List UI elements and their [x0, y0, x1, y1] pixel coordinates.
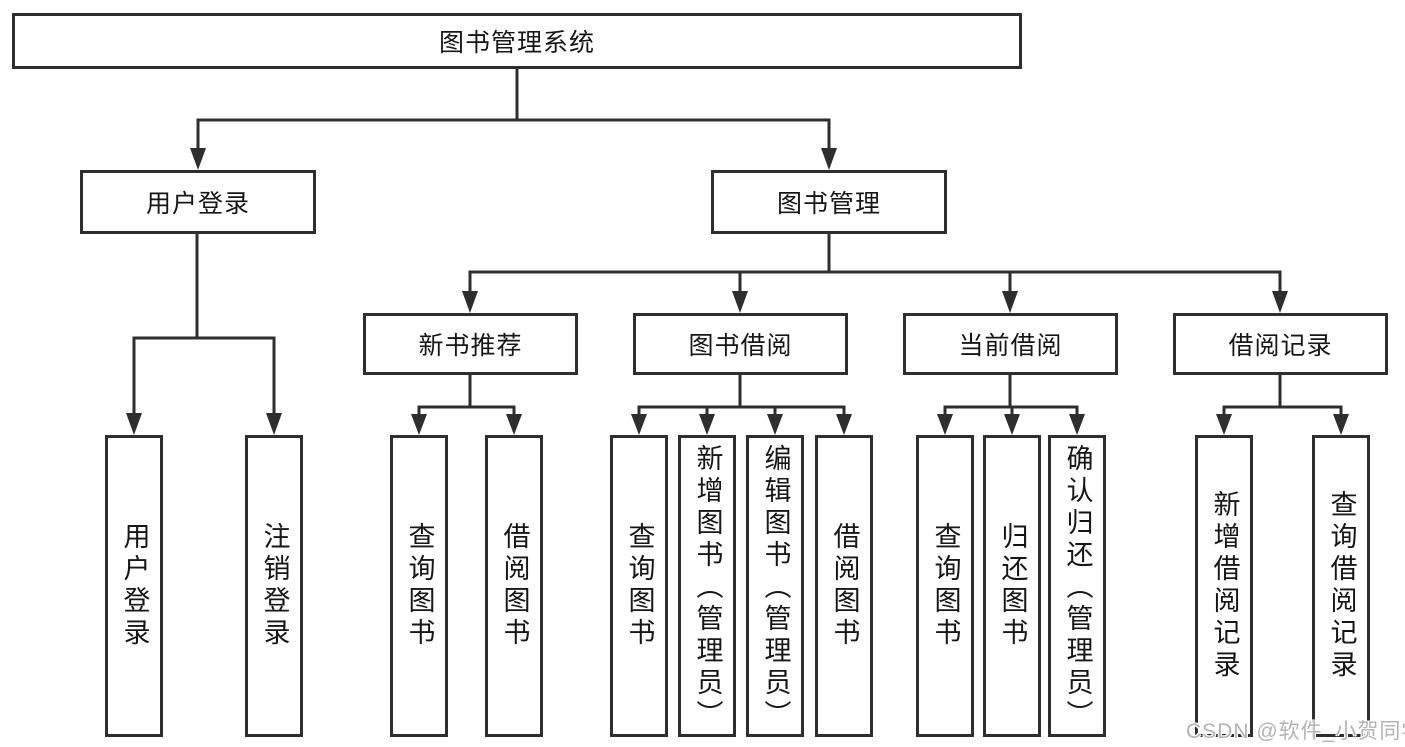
leaf-current-confirm-return-admin: 确认归还（管理员）	[1048, 435, 1106, 737]
leaf-records-query-record: 查询借阅记录	[1312, 435, 1370, 737]
node-book-management: 图书管理	[711, 170, 947, 234]
leaf-user-login: 用户登录	[105, 435, 163, 737]
leaf-recommend-query-books: 查询图书	[390, 435, 448, 737]
node-new-book-recommend: 新书推荐	[363, 313, 578, 375]
leaf-current-query-books: 查询图书	[916, 435, 974, 737]
watermark: CSDN @软件_小贺同学	[1186, 720, 1405, 743]
leaf-recommend-borrow-books: 借阅图书	[485, 435, 543, 737]
leaf-borrow-edit-books-admin: 编辑图书（管理员）	[746, 435, 804, 737]
node-user-login: 用户登录	[80, 170, 316, 234]
node-borrow-records: 借阅记录	[1173, 313, 1388, 375]
leaf-borrow-query-books: 查询图书	[610, 435, 668, 737]
leaf-borrow-borrow-books: 借阅图书	[815, 435, 873, 737]
leaf-current-return-books: 归还图书	[983, 435, 1041, 737]
leaf-logout: 注销登录	[245, 435, 303, 737]
node-book-borrow: 图书借阅	[633, 313, 848, 375]
leaf-borrow-add-books-admin: 新增图书（管理员）	[678, 435, 736, 737]
leaf-records-add-record: 新增借阅记录	[1195, 435, 1253, 737]
node-current-borrow: 当前借阅	[903, 313, 1118, 375]
node-root: 图书管理系统	[12, 13, 1022, 69]
